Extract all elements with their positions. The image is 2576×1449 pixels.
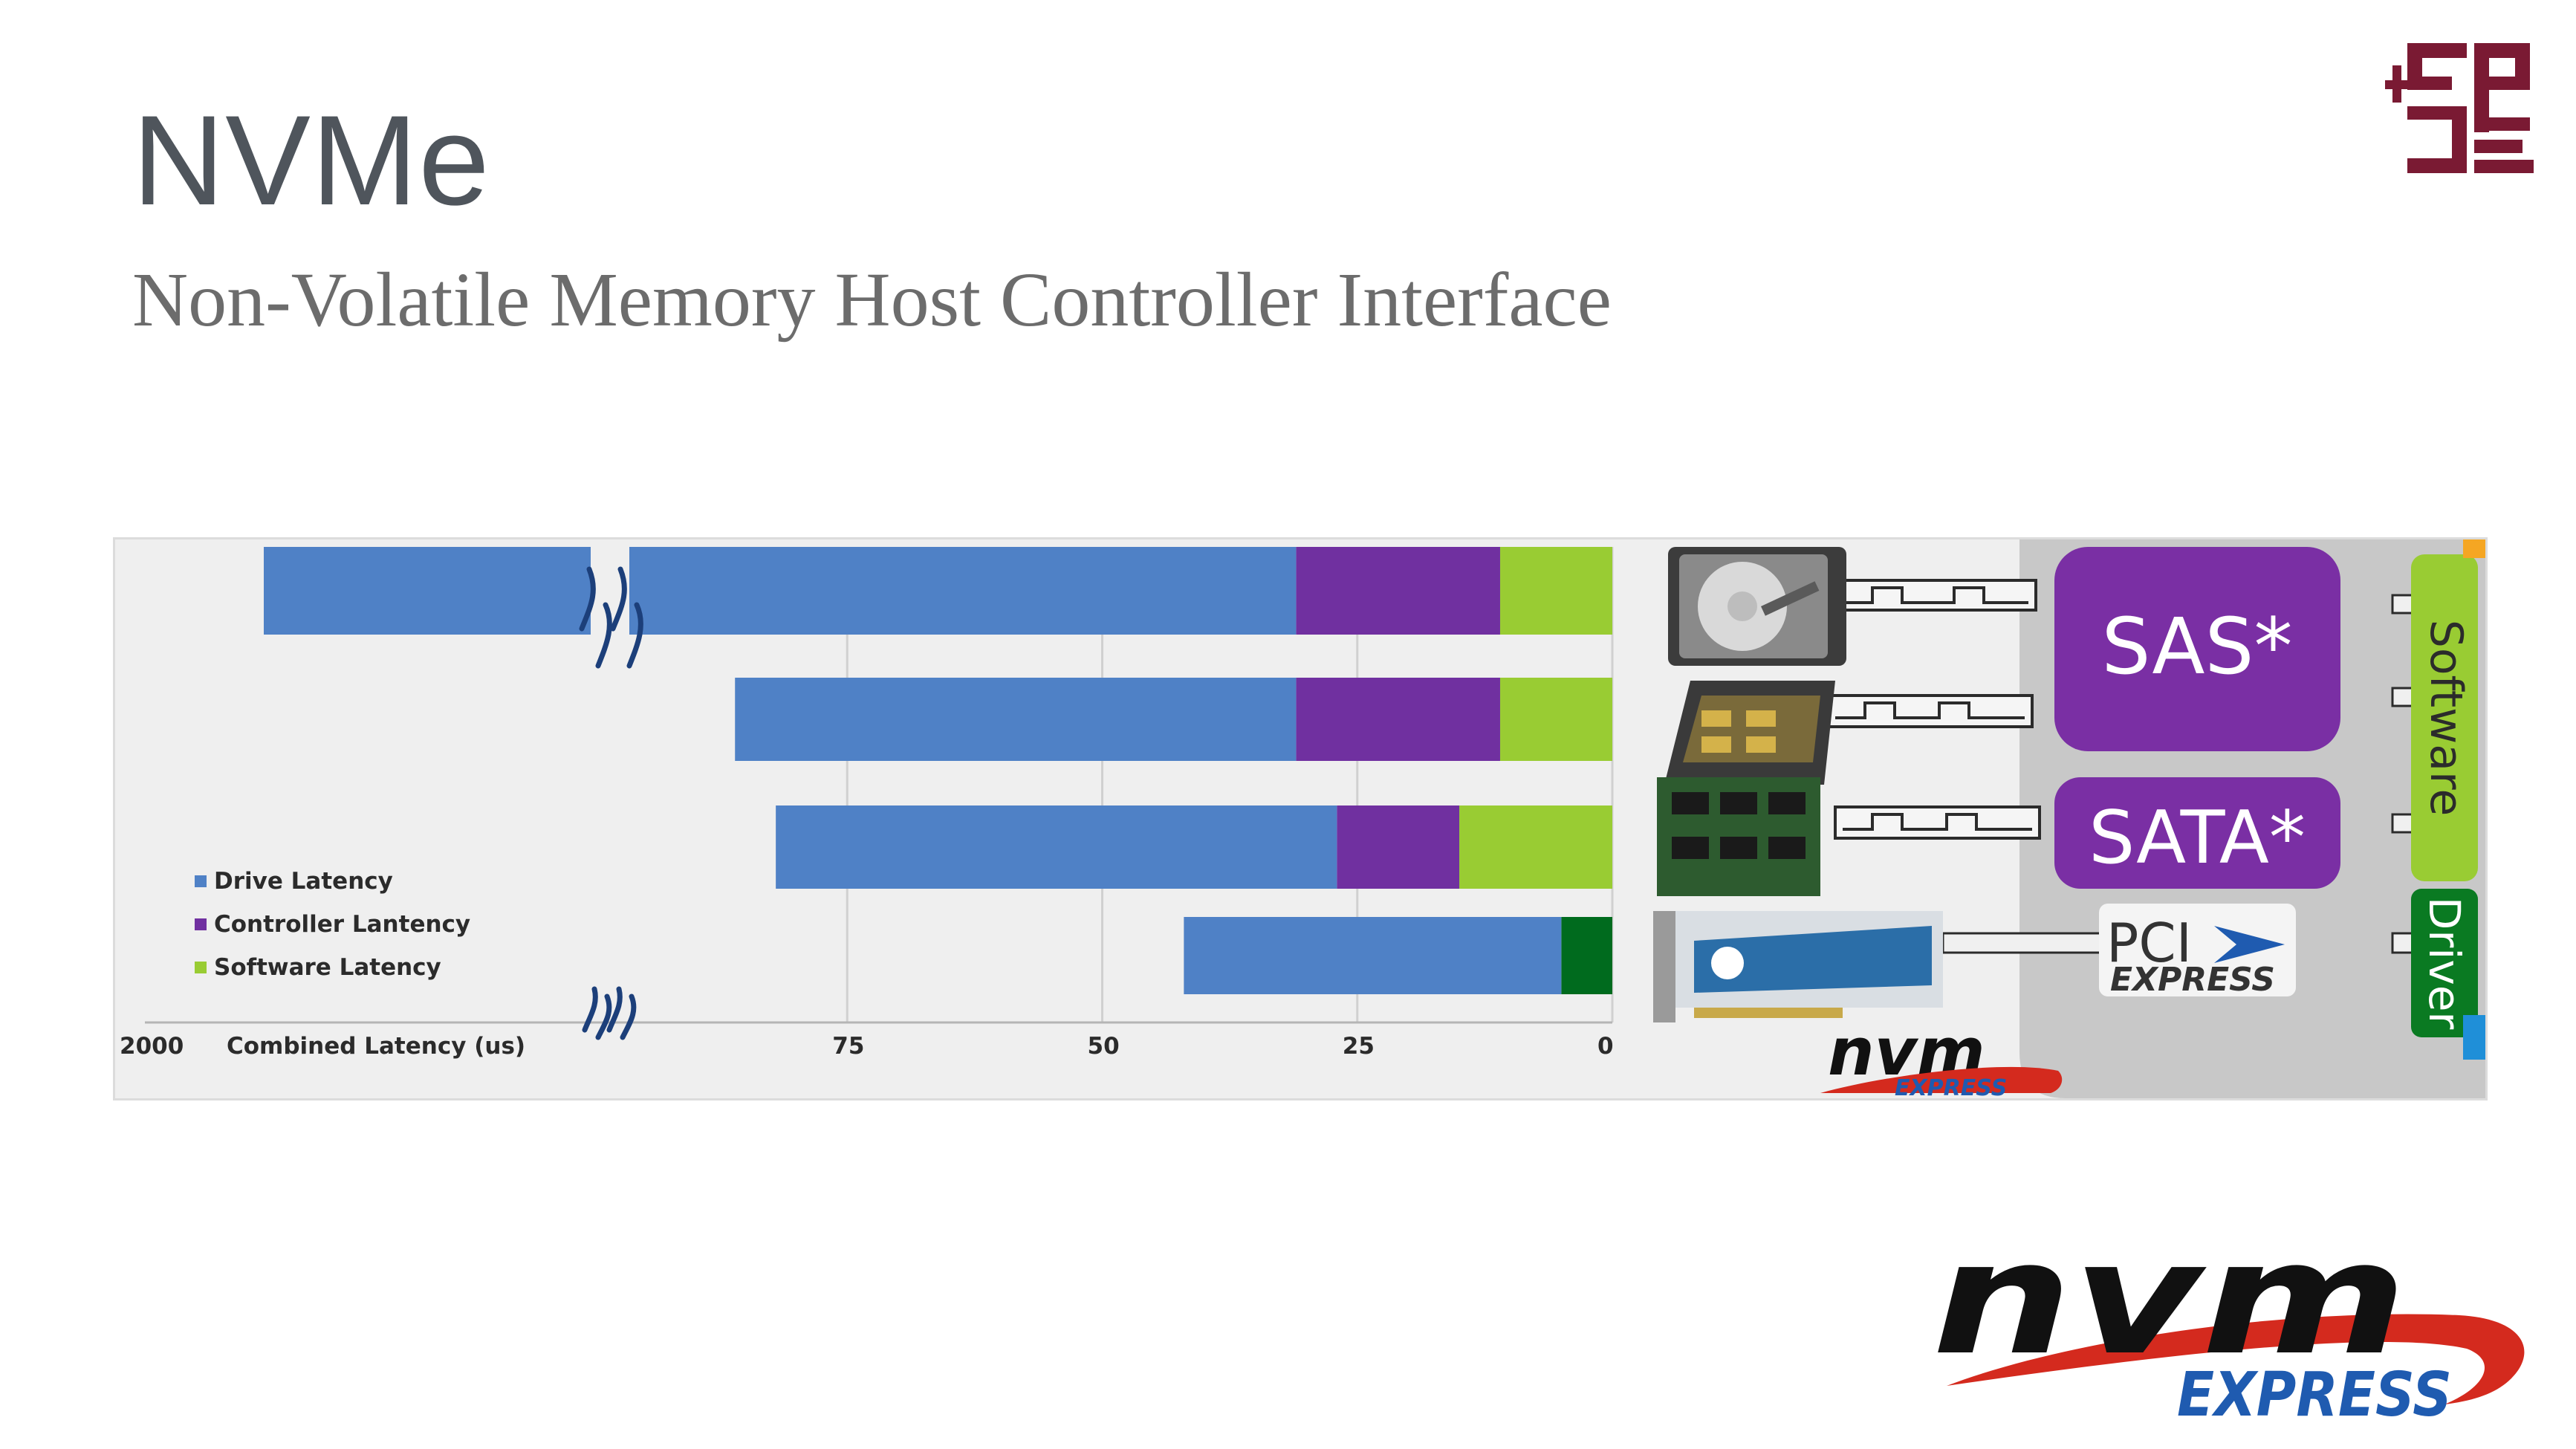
cable-hdd	[1837, 579, 2037, 612]
software-latency-bar	[1561, 917, 1612, 994]
software-latency-bar	[1499, 547, 1612, 635]
hardware-svg: SAS* SATA* PCI EXPRESS Software Driver n…	[1653, 539, 2485, 1101]
latency-figure: 2000 75 50 25 0 Combined Latency (us) Drive …	[115, 539, 2485, 1101]
legend-label-software: Software Latency	[214, 954, 441, 981]
pcie-label: PCI	[2106, 912, 2192, 974]
controller-latency-bar	[1296, 547, 1500, 635]
sas-interface-box	[2054, 547, 2340, 751]
sata-interface-box	[2054, 777, 2340, 889]
cable-sas-ssd	[1826, 694, 2034, 728]
sata-label: SATA*	[2089, 796, 2306, 881]
drive-latency-bar	[776, 805, 1337, 889]
controller-latency-bar	[1296, 678, 1500, 761]
sata-ssd-image	[1657, 777, 1820, 896]
axis-break-marks	[579, 566, 643, 1040]
pcie-ssd-image	[1653, 911, 1943, 1022]
pcie-sub-label: EXPRESS	[2110, 961, 2275, 999]
software-latency-bar	[1499, 678, 1612, 761]
corner-accent	[2463, 539, 2485, 558]
software-label: Software	[2420, 620, 2472, 817]
page-subtitle: Non-Volatile Memory Host Controller Inte…	[132, 257, 1612, 343]
legend-swatch-drive	[195, 875, 207, 887]
axis-break-bottom	[582, 986, 612, 1040]
nvm-express-logo-small: nvm EXPRESS	[1820, 1014, 2063, 1101]
sas-label: SAS*	[2101, 601, 2292, 692]
software-tab	[2411, 554, 2478, 881]
latency-chart: 2000 75 50 25 0 Combined Latency (us) Drive …	[115, 539, 1649, 1098]
hdd-drive-image	[1668, 547, 1846, 666]
drive-latency-bar	[264, 547, 1297, 635]
cable-sata-ssd	[1834, 805, 2041, 840]
pcie-interface-box	[2099, 904, 2296, 996]
x-tick-label: 50	[1088, 1033, 1120, 1060]
nvm-express-logo: nvm EXPRESS	[1932, 1226, 2525, 1427]
svg-text:EXPRESS: EXPRESS	[1895, 1075, 2007, 1098]
legend-swatch-software	[195, 962, 207, 973]
drive-latency-bar	[1184, 917, 1562, 994]
corner-accent-blue	[2463, 1015, 2485, 1060]
org-logo	[2385, 43, 2534, 173]
chart-canvas: 2000 75 50 25 0 Combined Latency (us) Drive …	[120, 543, 1614, 1060]
axis-break-top	[579, 566, 612, 669]
x-axis-label: Combined Latency (us)	[227, 1033, 525, 1060]
driver-label: Driver	[2419, 897, 2470, 1030]
hardware-diagram: SAS* SATA* PCI EXPRESS Software Driver n…	[1649, 539, 2485, 1101]
legend-label-controller: Controller Lantency	[214, 911, 470, 938]
nvm-wordmark: nvm	[1932, 1226, 2407, 1390]
legend: Drive Latency Controller Lantency Softwa…	[195, 868, 470, 981]
controller-latency-bar	[1337, 805, 1460, 889]
driver-tab	[2411, 889, 2478, 1037]
drive-latency-bar	[735, 678, 1297, 761]
page-title: NVMe	[132, 89, 490, 232]
legend-swatch-controller	[195, 918, 207, 930]
sas-ssd-image	[1664, 681, 1835, 785]
software-latency-bar	[1459, 805, 1612, 889]
express-wordmark: EXPRESS	[2177, 1360, 2452, 1427]
nvm-swoosh	[1947, 1314, 2525, 1404]
x-tick-label: 75	[832, 1033, 864, 1060]
legend-label-drive: Drive Latency	[214, 868, 393, 895]
x-tick-label: 25	[1343, 1033, 1375, 1060]
x-tick-label: 2000	[120, 1033, 184, 1060]
pcie-chevron-icon	[2214, 926, 2285, 963]
x-tick-label: 0	[1597, 1033, 1614, 1060]
